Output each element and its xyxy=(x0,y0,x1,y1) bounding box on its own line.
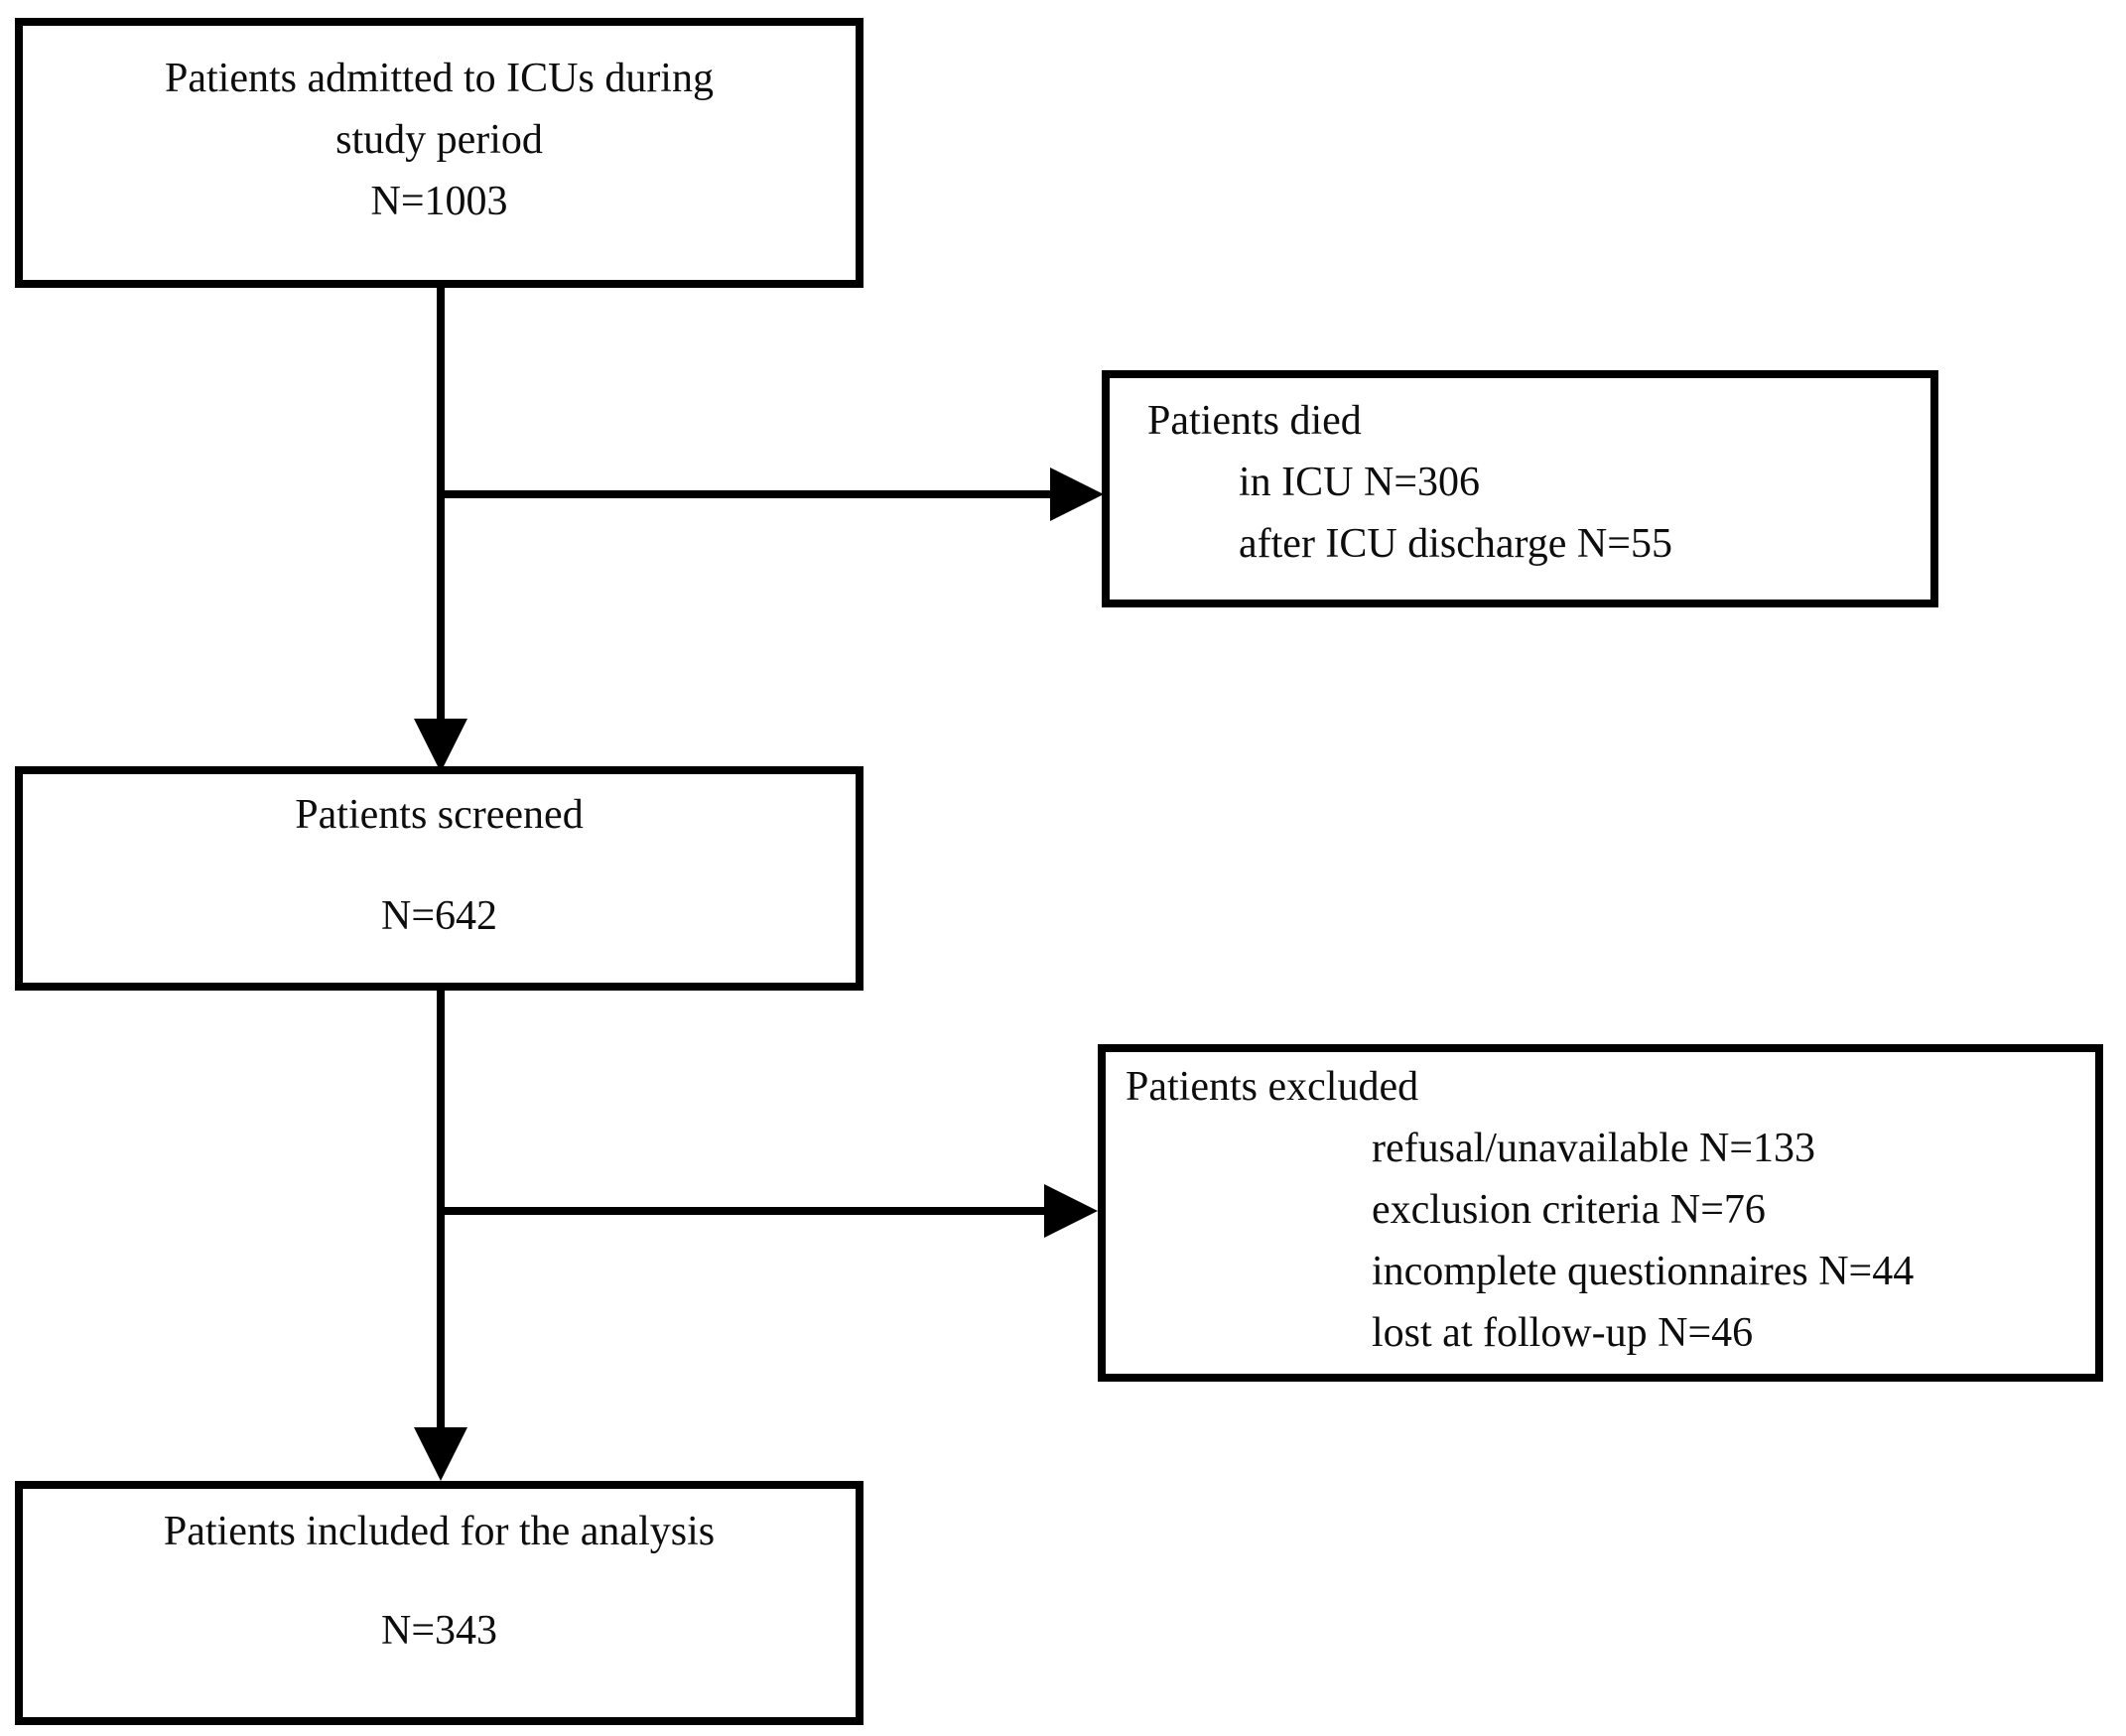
died-item-after-discharge: after ICU discharge N=55 xyxy=(1239,521,1672,567)
box-patients-screened: Patients screened N=642 xyxy=(15,766,864,991)
box-patients-included: Patients included for the analysis N=343 xyxy=(15,1481,864,1725)
included-count: N=343 xyxy=(380,1608,498,1654)
connector-branch-died xyxy=(441,490,1054,498)
arrowhead-right-icon xyxy=(1044,1184,1098,1238)
connector-branch-excluded xyxy=(441,1207,1048,1215)
screened-line-1: Patients screened xyxy=(295,792,584,838)
box-patients-died: Patients died in ICU N=306 after ICU dis… xyxy=(1102,370,1938,607)
excluded-item-refusal: refusal/unavailable N=133 xyxy=(1372,1126,1816,1171)
box-patients-admitted: Patients admitted to ICUs during study p… xyxy=(15,18,864,288)
admitted-line-2: study period xyxy=(335,117,543,163)
screened-count: N=642 xyxy=(380,893,498,939)
arrowhead-down-icon xyxy=(414,1427,467,1481)
admitted-line-1: Patients admitted to ICUs during xyxy=(165,56,714,101)
died-title: Patients died xyxy=(1147,398,1362,444)
box-patients-excluded: Patients excluded refusal/unavailable N=… xyxy=(1098,1044,2103,1382)
connector-admitted-to-screened xyxy=(437,286,445,723)
arrowhead-right-icon xyxy=(1050,467,1104,521)
excluded-title: Patients excluded xyxy=(1126,1064,1419,1110)
included-line-1: Patients included for the analysis xyxy=(163,1509,716,1554)
died-item-in-icu: in ICU N=306 xyxy=(1239,460,1481,505)
admitted-count: N=1003 xyxy=(370,179,508,224)
excluded-item-criteria: exclusion criteria N=76 xyxy=(1372,1187,1766,1233)
arrowhead-down-icon xyxy=(414,719,467,772)
excluded-item-incomplete: incomplete questionnaires N=44 xyxy=(1372,1249,1915,1294)
excluded-item-lost: lost at follow-up N=46 xyxy=(1372,1310,1754,1356)
